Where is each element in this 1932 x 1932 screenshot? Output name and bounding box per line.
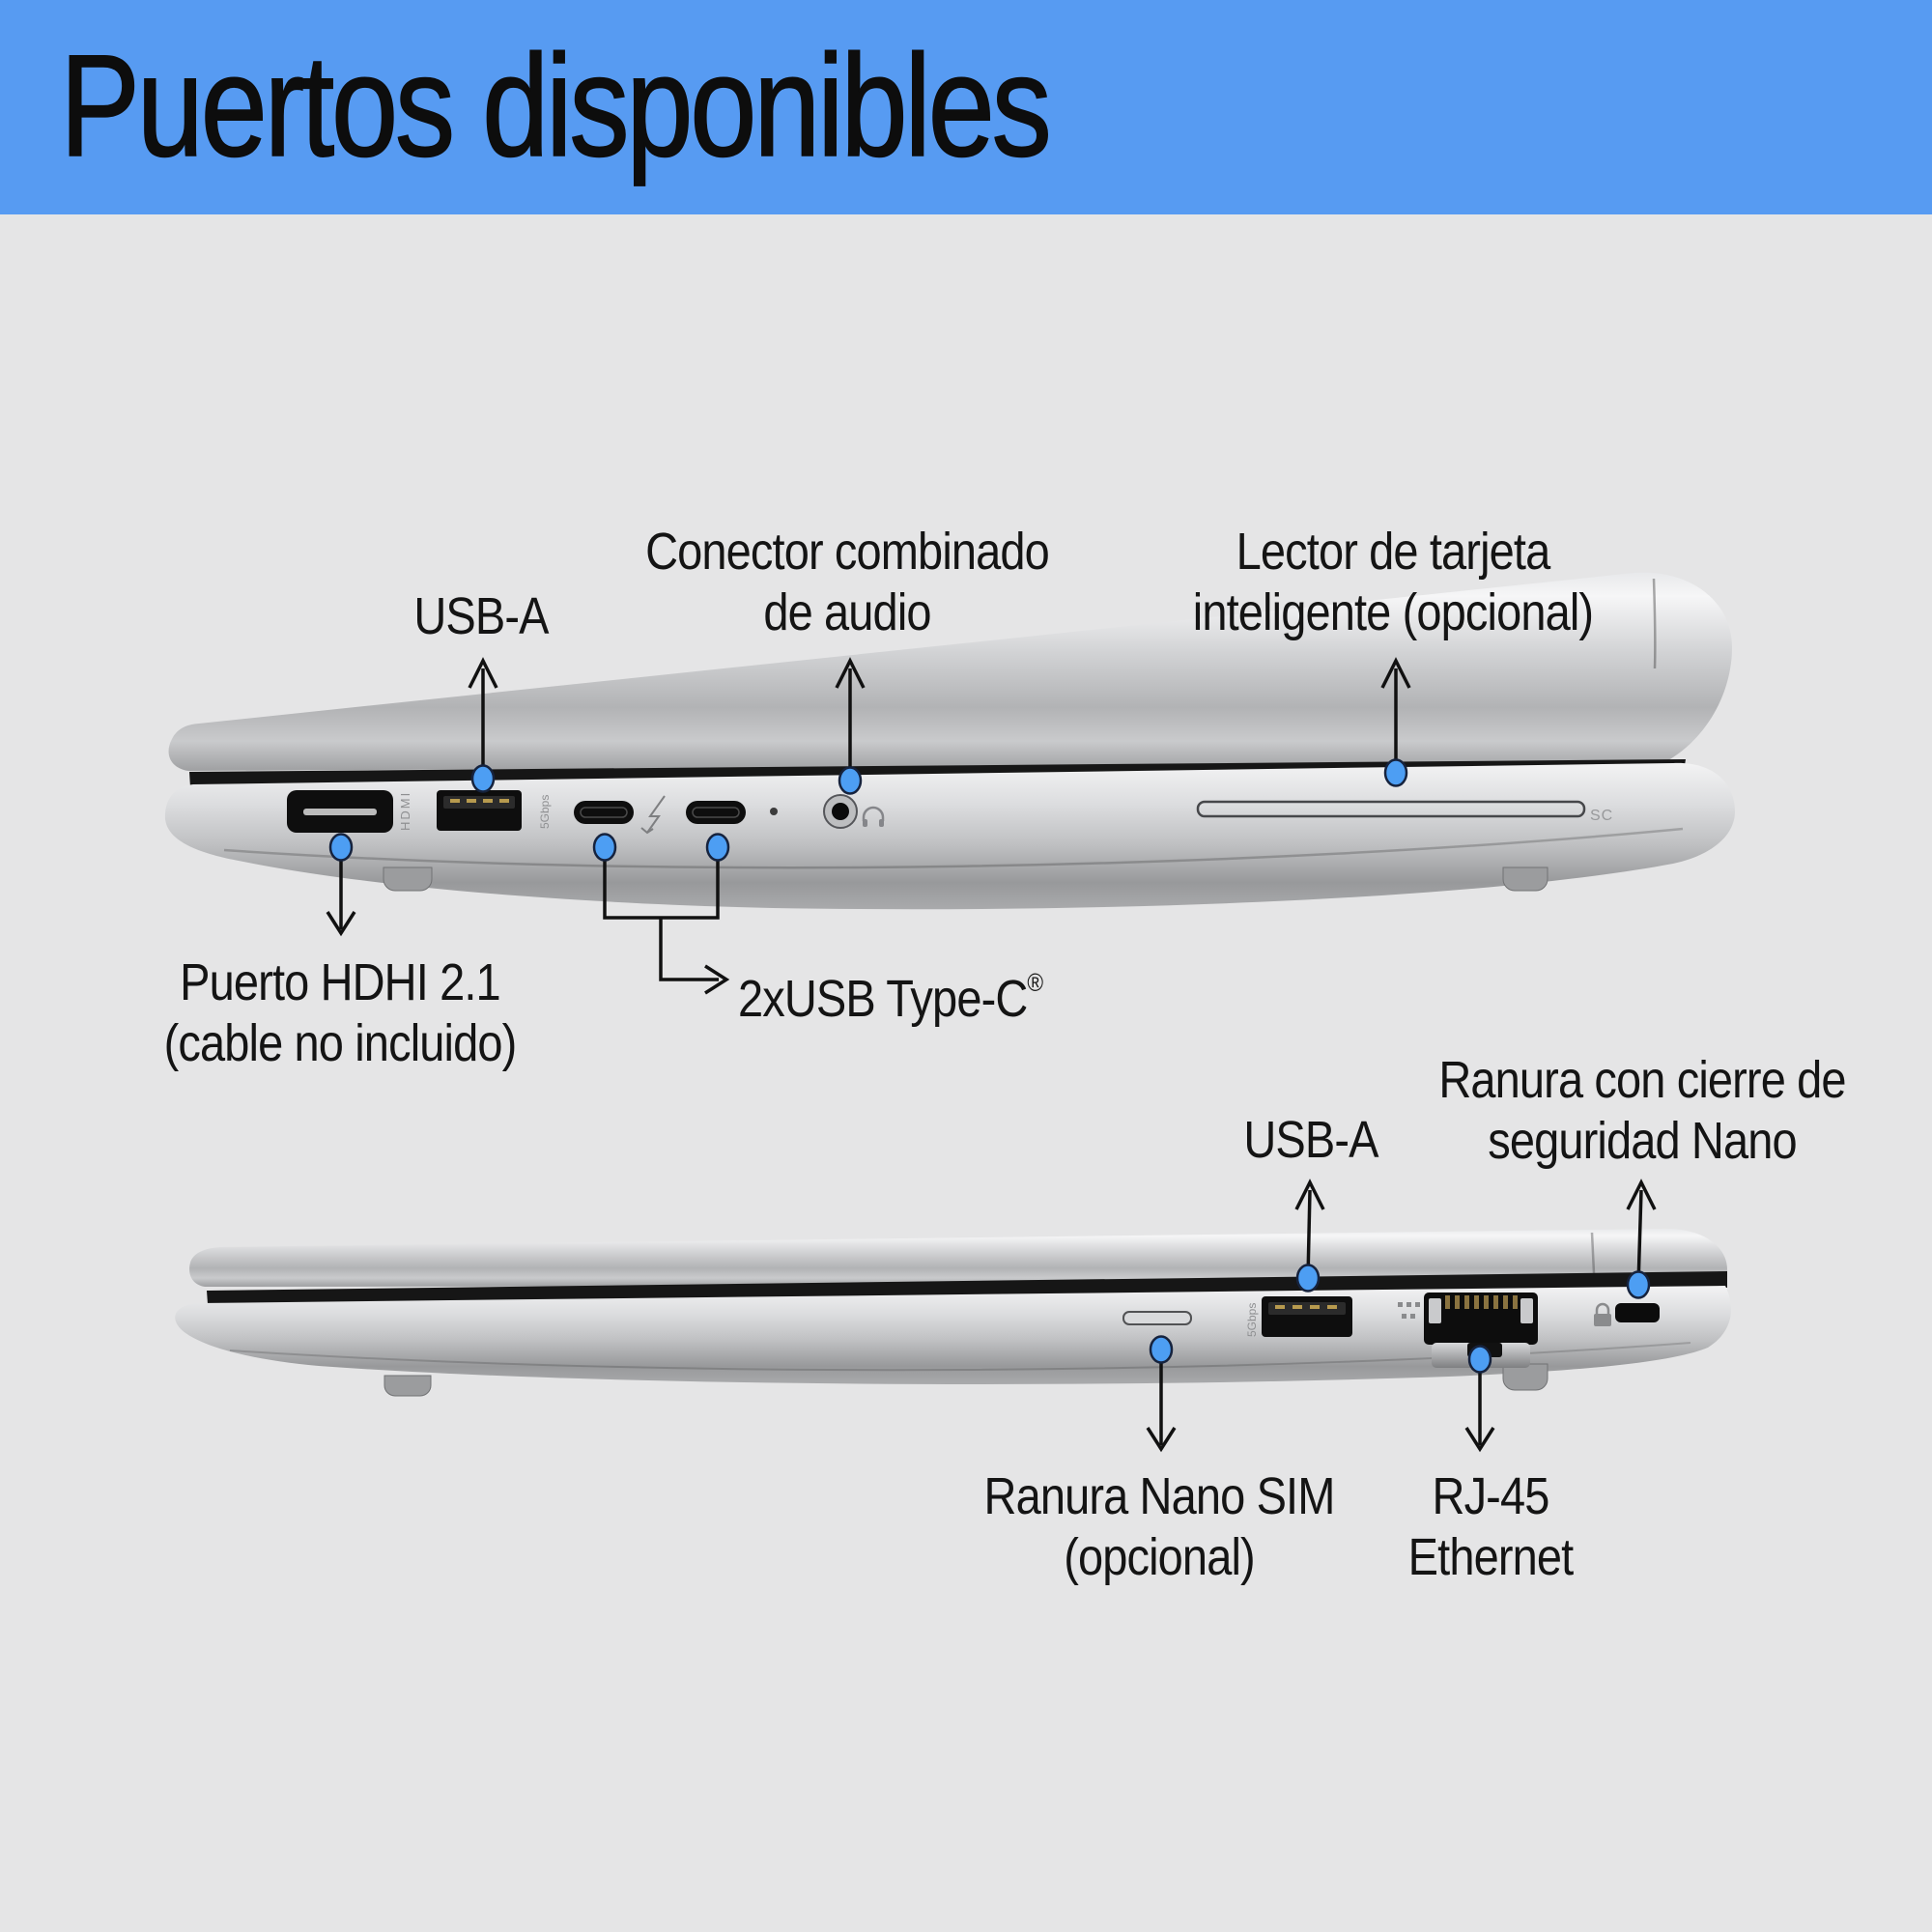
usb-c-port-1 — [574, 801, 634, 824]
label-nano-sim: Ranura Nano SIM (opcional) — [839, 1466, 1478, 1588]
usb-a-contacts — [450, 799, 509, 803]
dot-usb-c-1 — [592, 833, 617, 862]
usb-a-2-contacts — [1275, 1305, 1337, 1309]
laptop1-callout-dots — [328, 758, 1408, 862]
laptop1-foot-left — [383, 867, 433, 892]
label-audio-line1: Conector combinado — [645, 523, 1050, 581]
laptop2-lid — [189, 1228, 1728, 1287]
laptop1-callout-arrows — [326, 657, 1411, 995]
lock-icon — [1594, 1302, 1611, 1326]
laptop2-foot-left — [384, 1375, 432, 1397]
label-usb-c-reg-mark: ® — [1027, 968, 1044, 997]
thunderbolt-icon — [640, 795, 666, 835]
ethernet-icon — [1398, 1302, 1420, 1319]
dot-usb-c-2 — [705, 833, 730, 862]
label-usb-a-1-text: USB-A — [413, 587, 549, 645]
usb-a-2-tongue — [1268, 1302, 1346, 1315]
label-nano-lock: Ranura con cierre de seguridad Nano — [1322, 1050, 1932, 1172]
laptop1-base-crease — [223, 827, 1684, 869]
label-audio-combo: Conector combinado de audio — [527, 522, 1166, 643]
dot-nano-lock — [1626, 1270, 1651, 1299]
dot-nano-sim — [1149, 1335, 1174, 1364]
dot-usb-a-1 — [470, 764, 496, 793]
label-rj45-line2: Ethernet — [1407, 1528, 1575, 1586]
label-rj45-line1: RJ-45 — [1432, 1467, 1550, 1525]
usb-speed-marking-1: 5Gbps — [538, 795, 552, 829]
label-usb-c-pair: 2xUSB Type-C® — [738, 952, 1043, 1030]
dot-audio — [838, 766, 863, 795]
laptop-2: 5Gbps — [175, 1179, 1732, 1453]
nano-lock-slot — [1615, 1303, 1660, 1322]
rj45-tab-right — [1520, 1298, 1533, 1323]
dot-smartcard — [1383, 758, 1408, 787]
page-title: Puertos disponibles — [59, 24, 1052, 186]
laptop2-foot-right — [1502, 1363, 1548, 1391]
label-usb-c-text: 2xUSB Type-C — [738, 970, 1028, 1028]
label-rj45: RJ-45 Ethernet — [1171, 1466, 1809, 1588]
label-audio-line2: de audio — [763, 583, 931, 641]
usb-a-tongue — [443, 796, 515, 809]
usb-c-port-2-inner — [692, 807, 740, 818]
label-smartcard-line2: inteligente (opcional) — [1192, 583, 1594, 641]
dot-hdmi — [328, 833, 354, 862]
label-nano-lock-line1: Ranura con cierre de — [1438, 1051, 1846, 1109]
label-usb-a-1: USB-A — [161, 586, 800, 647]
laptop1-lid-seam — [1652, 578, 1657, 669]
usb-speed-marking-2: 5Gbps — [1245, 1303, 1259, 1337]
dot-rj45 — [1467, 1345, 1492, 1374]
usb-c-port-2 — [686, 801, 746, 824]
label-hdmi-line2: (cable no incluido) — [163, 1014, 518, 1072]
label-smartcard-line1: Lector de tarjeta — [1236, 523, 1551, 581]
rj45-pins — [1445, 1295, 1518, 1309]
label-usb-a-2: USB-A — [991, 1110, 1630, 1171]
laptop-1: HDMI 5Gbps SC — [164, 572, 1735, 995]
nano-sim-slot — [1122, 1311, 1192, 1325]
laptop1-foot-right — [1502, 867, 1548, 892]
label-nano-sim-line1: Ranura Nano SIM — [983, 1467, 1336, 1525]
label-smartcard: Lector de tarjeta inteligente (opcional) — [1073, 522, 1712, 643]
laptop1-base — [164, 762, 1735, 910]
laptop1-lid — [168, 572, 1733, 771]
label-hdmi: Puerto HDHI 2.1 (cable no incluido) — [20, 952, 659, 1074]
headphone-icon — [862, 806, 885, 827]
smartcard-slot — [1196, 800, 1586, 818]
rj45-port — [1424, 1293, 1538, 1345]
laptop2-callout-dots — [1149, 1264, 1651, 1374]
mic-hole — [770, 808, 778, 815]
laptop2-hinge-gap — [207, 1271, 1727, 1304]
hdmi-port-pins — [303, 809, 377, 815]
label-hdmi-line1: Puerto HDHI 2.1 — [180, 953, 500, 1011]
label-nano-lock-line2: seguridad Nano — [1488, 1112, 1797, 1170]
usb-c-port-1-inner — [580, 807, 628, 818]
audio-jack-hole — [832, 803, 849, 820]
smartcard-marking: SC — [1590, 808, 1613, 824]
hdmi-marking: HDMI — [398, 791, 412, 831]
dot-usb-a-2 — [1295, 1264, 1321, 1293]
rj45-tab-left — [1429, 1298, 1441, 1323]
laptop2-callout-arrows — [1146, 1179, 1657, 1453]
header-band: Puertos disponibles — [0, 0, 1932, 214]
laptop2-lid-seam — [1590, 1232, 1596, 1274]
label-nano-sim-line2: (opcional) — [1064, 1528, 1255, 1586]
label-usb-a-2-text: USB-A — [1243, 1111, 1378, 1169]
